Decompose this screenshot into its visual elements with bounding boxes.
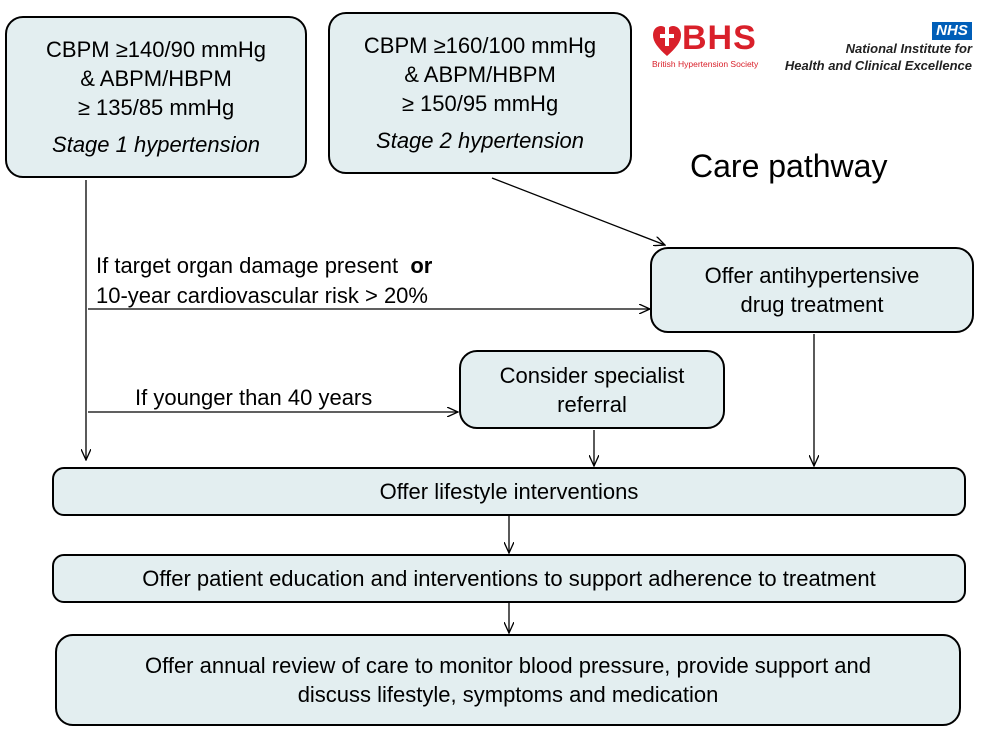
arrow-stage2-to-drug: [491, 177, 665, 245]
stage2-title: Stage 2 hypertension: [376, 128, 584, 153]
specialist-referral-box: Consider specialist referral: [459, 350, 725, 429]
annual-review-box: Offer annual review of care to monitor b…: [55, 634, 961, 726]
condition-younger: If younger than 40 years: [135, 385, 373, 410]
condition-or-text: or: [410, 253, 433, 278]
nhs-logo: NHS: [932, 22, 972, 40]
nice-line1: National Institute for: [845, 41, 972, 56]
bhs-heart-icon: [653, 26, 681, 56]
review-line2: discuss lifestyle, symptoms and medicati…: [297, 682, 719, 707]
stage1-line2: & ABPM/HBPM: [80, 66, 232, 91]
drug-line2: drug treatment: [740, 292, 884, 317]
stage1-line1: CBPM ≥140/90 mmHg: [46, 37, 266, 62]
stage2-line3: ≥ 150/95 mmHg: [401, 91, 559, 116]
lifestyle-box: Offer lifestyle interventions: [52, 467, 966, 516]
stage1-title: Stage 1 hypertension: [52, 132, 260, 157]
education-text: Offer patient education and intervention…: [142, 566, 876, 591]
condition-cv-risk: 10-year cardiovascular risk > 20%: [96, 283, 428, 308]
stage1-box: CBPM ≥140/90 mmHg & ABPM/HBPM ≥ 135/85 m…: [5, 16, 307, 178]
drug-treatment-box: Offer antihypertensive drug treatment: [650, 247, 974, 333]
bhs-logo: BHS British Hypertension Society: [652, 19, 782, 72]
page-title: Care pathway: [690, 148, 888, 184]
stage1-line3: ≥ 135/85 mmHg: [77, 95, 235, 120]
nice-line2: Health and Clinical Excellence: [784, 58, 972, 73]
lifestyle-text: Offer lifestyle interventions: [379, 479, 639, 504]
specialist-line2: referral: [557, 391, 627, 417]
bhs-subtitle: British Hypertension Society: [652, 59, 759, 69]
bhs-wordmark: BHS: [682, 19, 757, 57]
drug-line1: Offer antihypertensive: [704, 263, 920, 288]
condition-organ-damage: If target organ damage present or: [96, 252, 432, 280]
condition-organ-damage-text: If target organ damage present: [96, 253, 399, 278]
stage2-box: CBPM ≥160/100 mmHg & ABPM/HBPM ≥ 150/95 …: [328, 12, 632, 174]
stage2-line2: & ABPM/HBPM: [404, 62, 556, 87]
specialist-line1: Consider specialist: [499, 362, 685, 388]
stage2-line1: CBPM ≥160/100 mmHg: [363, 33, 597, 58]
education-box: Offer patient education and intervention…: [52, 554, 966, 603]
review-line1: Offer annual review of care to monitor b…: [145, 653, 871, 678]
nice-logo-text: National Institute for Health and Clinic…: [785, 40, 972, 74]
